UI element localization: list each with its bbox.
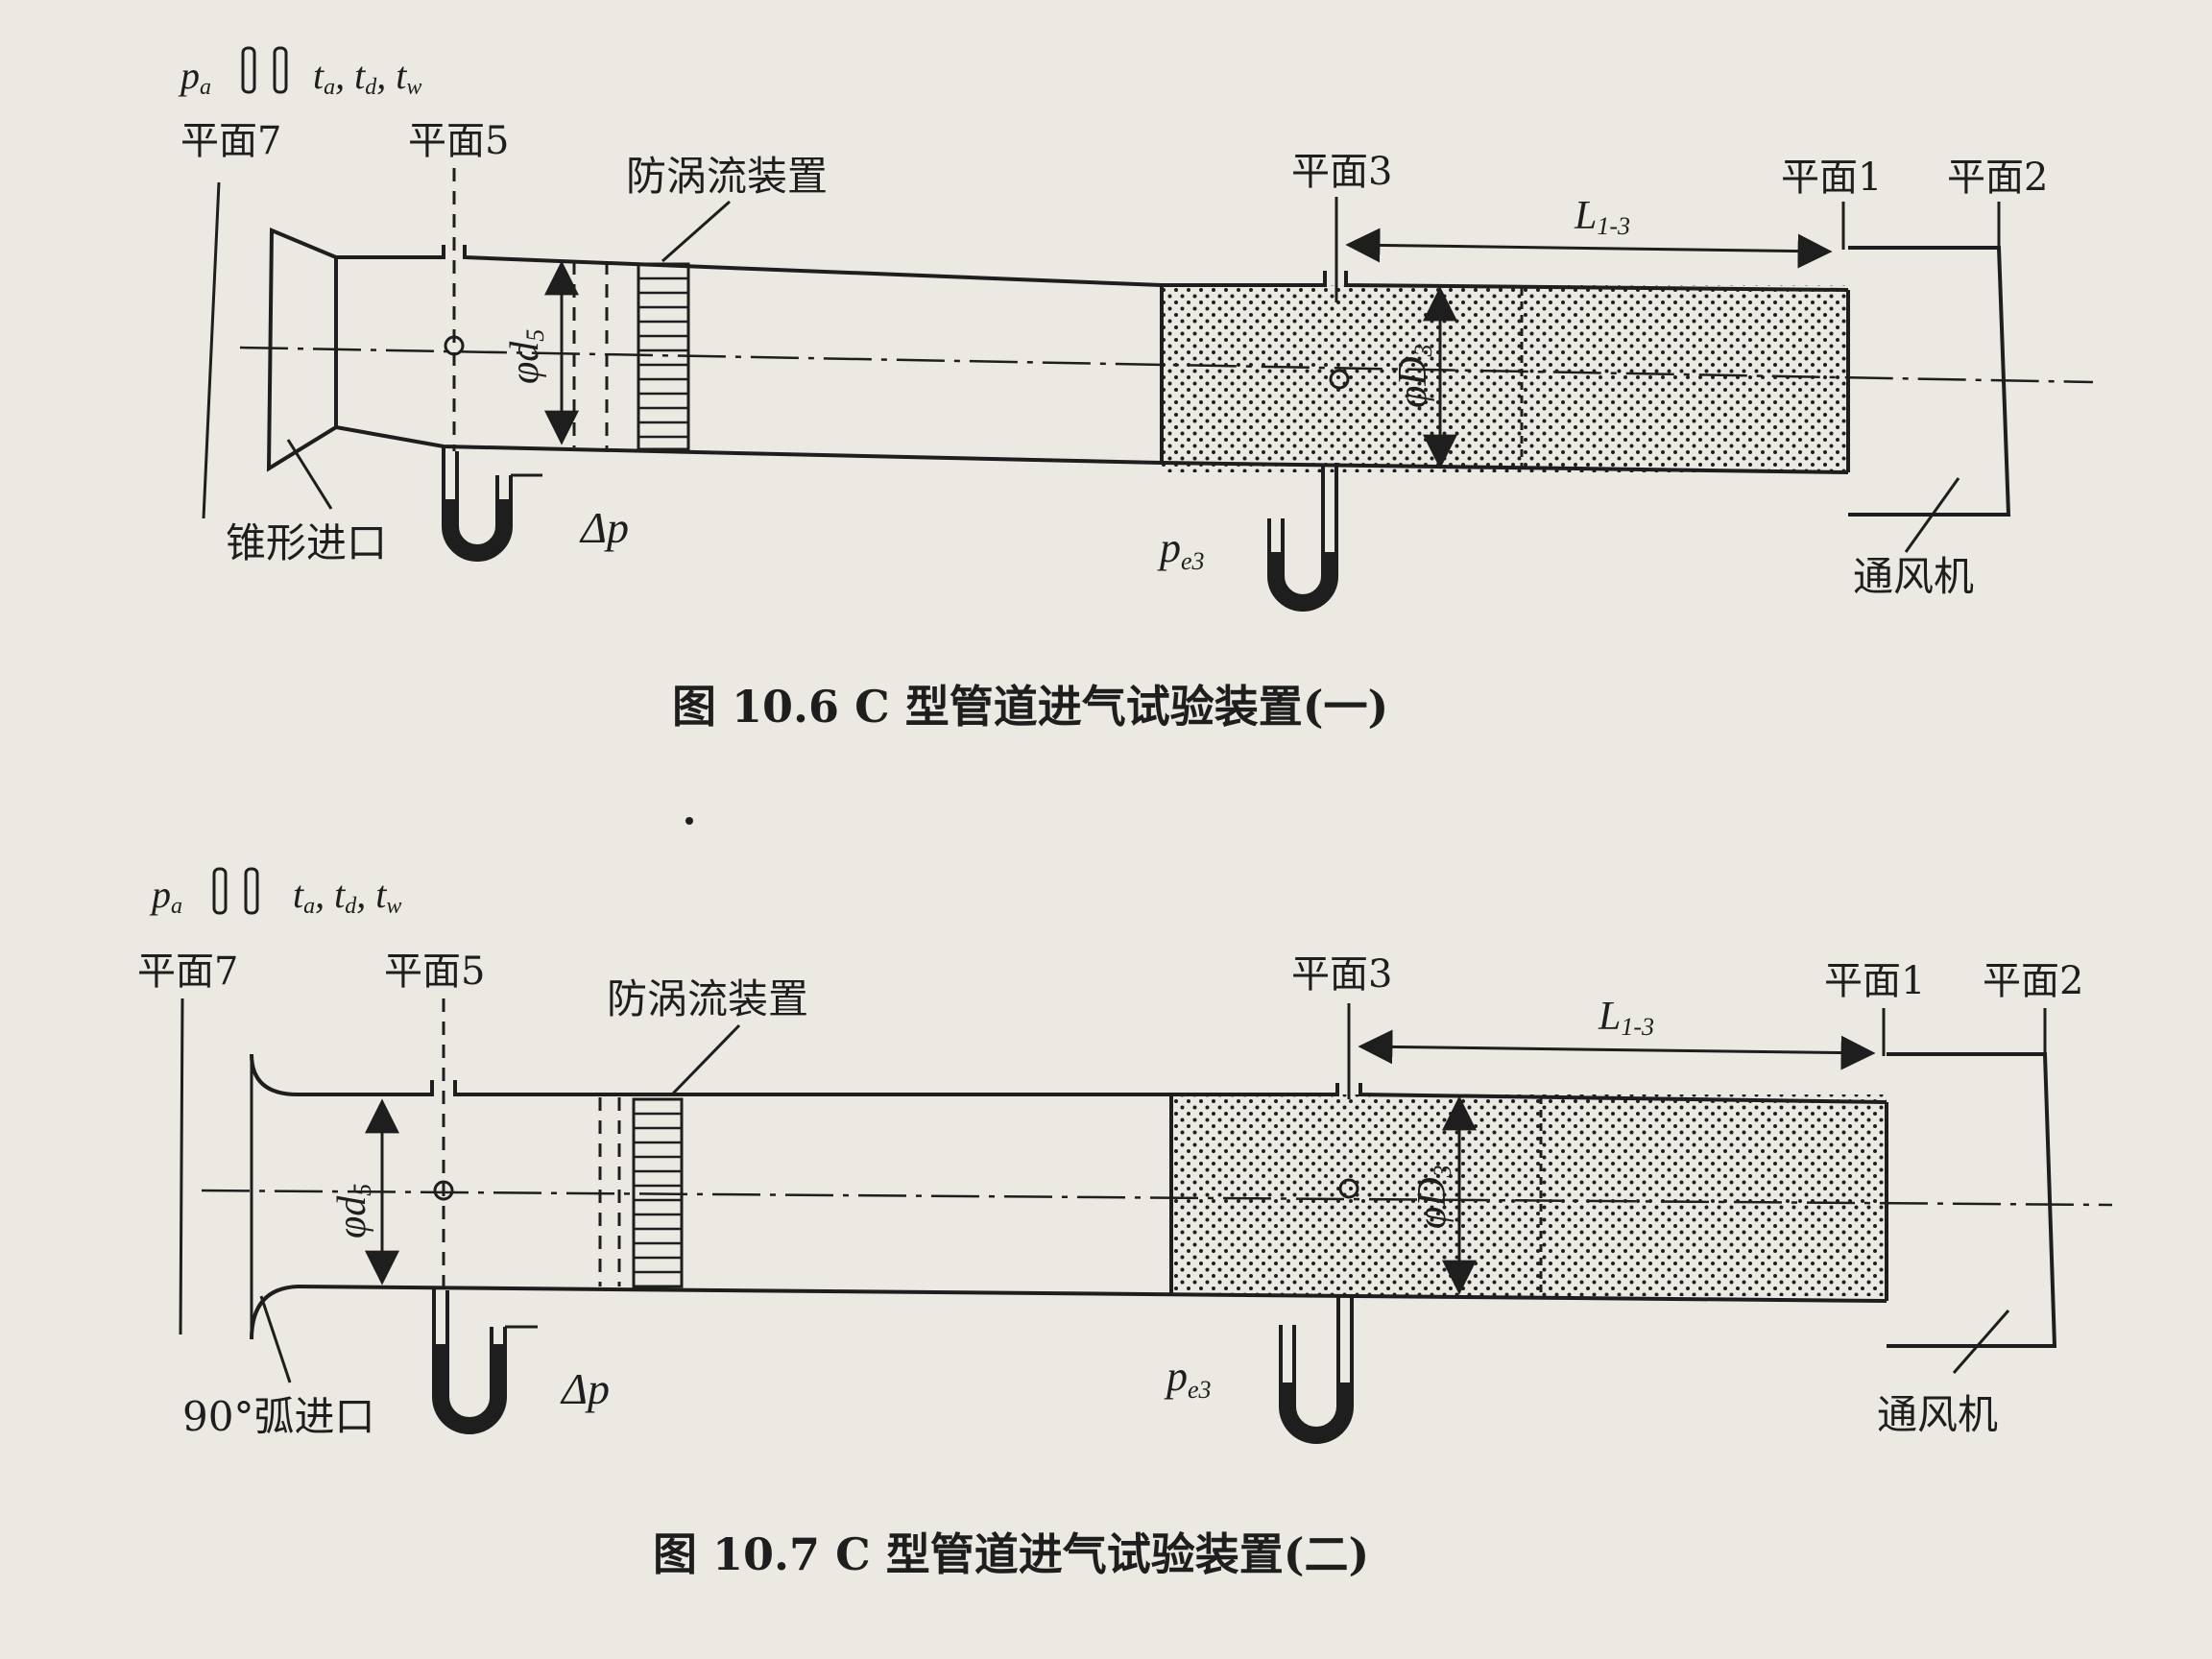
anti-swirl-leader <box>661 200 731 263</box>
anti-swirl-label-2: 防涡流装置 <box>607 975 808 1022</box>
pe3-label: pe3 <box>1157 524 1205 575</box>
fan-label: 通风机 <box>1853 553 1974 600</box>
manometer-dp-inner <box>455 451 499 548</box>
L13-label-2: L1-3 <box>1598 995 1654 1041</box>
inlet-leader-2 <box>259 1295 292 1383</box>
plane3-label-2: 平面3 <box>1291 952 1392 997</box>
centerline-2 <box>201 1189 2113 1207</box>
caption-10-6: 图 10.6 C 型管道进气试验装置(一) <box>672 681 1388 733</box>
inlet-label: 锥形进口 <box>226 519 387 566</box>
caption-10-7: 图 10.7 C 型管道进气试验装置(二) <box>653 1528 1369 1580</box>
L13-label: L1-3 <box>1574 194 1630 240</box>
manometer-pe3-inner-2 <box>1292 1296 1340 1431</box>
arc-inlet-top <box>250 1053 299 1096</box>
plane7-line <box>202 181 221 519</box>
manometer-pe3-fluid-2 <box>1281 1407 1352 1442</box>
fan-leader <box>1904 477 1960 553</box>
manometer-dp-fluid-2 <box>434 1397 505 1432</box>
plane3-label: 平面3 <box>1291 150 1392 194</box>
plane5-center-mark-2 <box>433 1180 454 1201</box>
plane5-label: 平面5 <box>408 119 509 163</box>
plane2-label-2: 平面2 <box>1983 959 2083 1003</box>
fan-label-2: 通风机 <box>1877 1391 1998 1438</box>
D3-label-2: φD3 <box>1410 1165 1456 1229</box>
header-temperatures-2: ta,td,tw <box>293 873 401 919</box>
pipe-lower-wall-2 <box>297 1285 1887 1303</box>
plane5-center-mark <box>444 335 465 356</box>
figure-10-6: pa ta,td,tw 平面7 平面5 防涡流装置 平面3 平面1 平面2 <box>178 46 2094 733</box>
barometer-icon-2 <box>212 867 228 915</box>
thermometer-icon-2 <box>244 867 259 915</box>
delta-p-label: Δp <box>579 503 629 552</box>
fan-leader-2 <box>1952 1310 2010 1374</box>
header-temperatures: ta,td,tw <box>313 54 421 100</box>
D3-label: φD3 <box>1391 344 1437 408</box>
L13-dimension <box>1345 228 1833 269</box>
arc-inlet-bottom <box>250 1285 299 1340</box>
pe3-label-2: pe3 <box>1164 1353 1212 1404</box>
anti-swirl-label: 防涡流装置 <box>626 153 828 200</box>
manometer-dp-fluid <box>444 526 511 560</box>
plane7-line-2 <box>179 998 184 1335</box>
thermometer-icon <box>273 46 288 94</box>
anti-swirl-hatch-2 <box>634 1112 682 1274</box>
anti-swirl-hatch <box>638 276 688 439</box>
manometer-pe3-fluid <box>1269 576 1336 610</box>
dotted-section <box>1162 285 1848 472</box>
d5-label: φd5 <box>503 329 549 384</box>
stray-dot <box>685 817 693 825</box>
plane3-center-mark <box>1329 369 1350 390</box>
header-pa: pa <box>178 54 211 100</box>
figure-10-7: pa ta,td,tw 平面7 平面5 防涡流装置 平面3 平面1 平面2 <box>137 867 2113 1580</box>
barometer-icon <box>241 46 256 94</box>
header-pa-2: pa <box>149 873 182 919</box>
manometer-pe3-inner <box>1281 466 1325 598</box>
fan-box-2 <box>1887 1052 2057 1348</box>
fan-box <box>1848 246 2011 517</box>
delta-p-label-2: Δp <box>560 1364 610 1413</box>
inlet-leader <box>286 439 333 510</box>
plane5-label-2: 平面5 <box>384 950 485 994</box>
manometer-dp-inner-2 <box>445 1290 493 1421</box>
L13-dimension-2 <box>1358 1029 1876 1070</box>
d5-label-2: φd5 <box>330 1184 376 1238</box>
plane7-label-2: 平面7 <box>137 950 238 994</box>
inlet-label-2: 90°弧进口 <box>182 1393 374 1440</box>
plane3-center-mark-2 <box>1338 1178 1359 1199</box>
plane2-label: 平面2 <box>1947 156 2048 200</box>
plane7-label: 平面7 <box>180 119 281 163</box>
anti-swirl-leader-2 <box>670 1023 741 1096</box>
dotted-section-2 <box>1171 1094 1887 1296</box>
plane1-label: 平面1 <box>1781 156 1882 200</box>
anti-swirl-device-2 <box>632 1097 684 1288</box>
plane1-label-2: 平面1 <box>1824 959 1925 1003</box>
